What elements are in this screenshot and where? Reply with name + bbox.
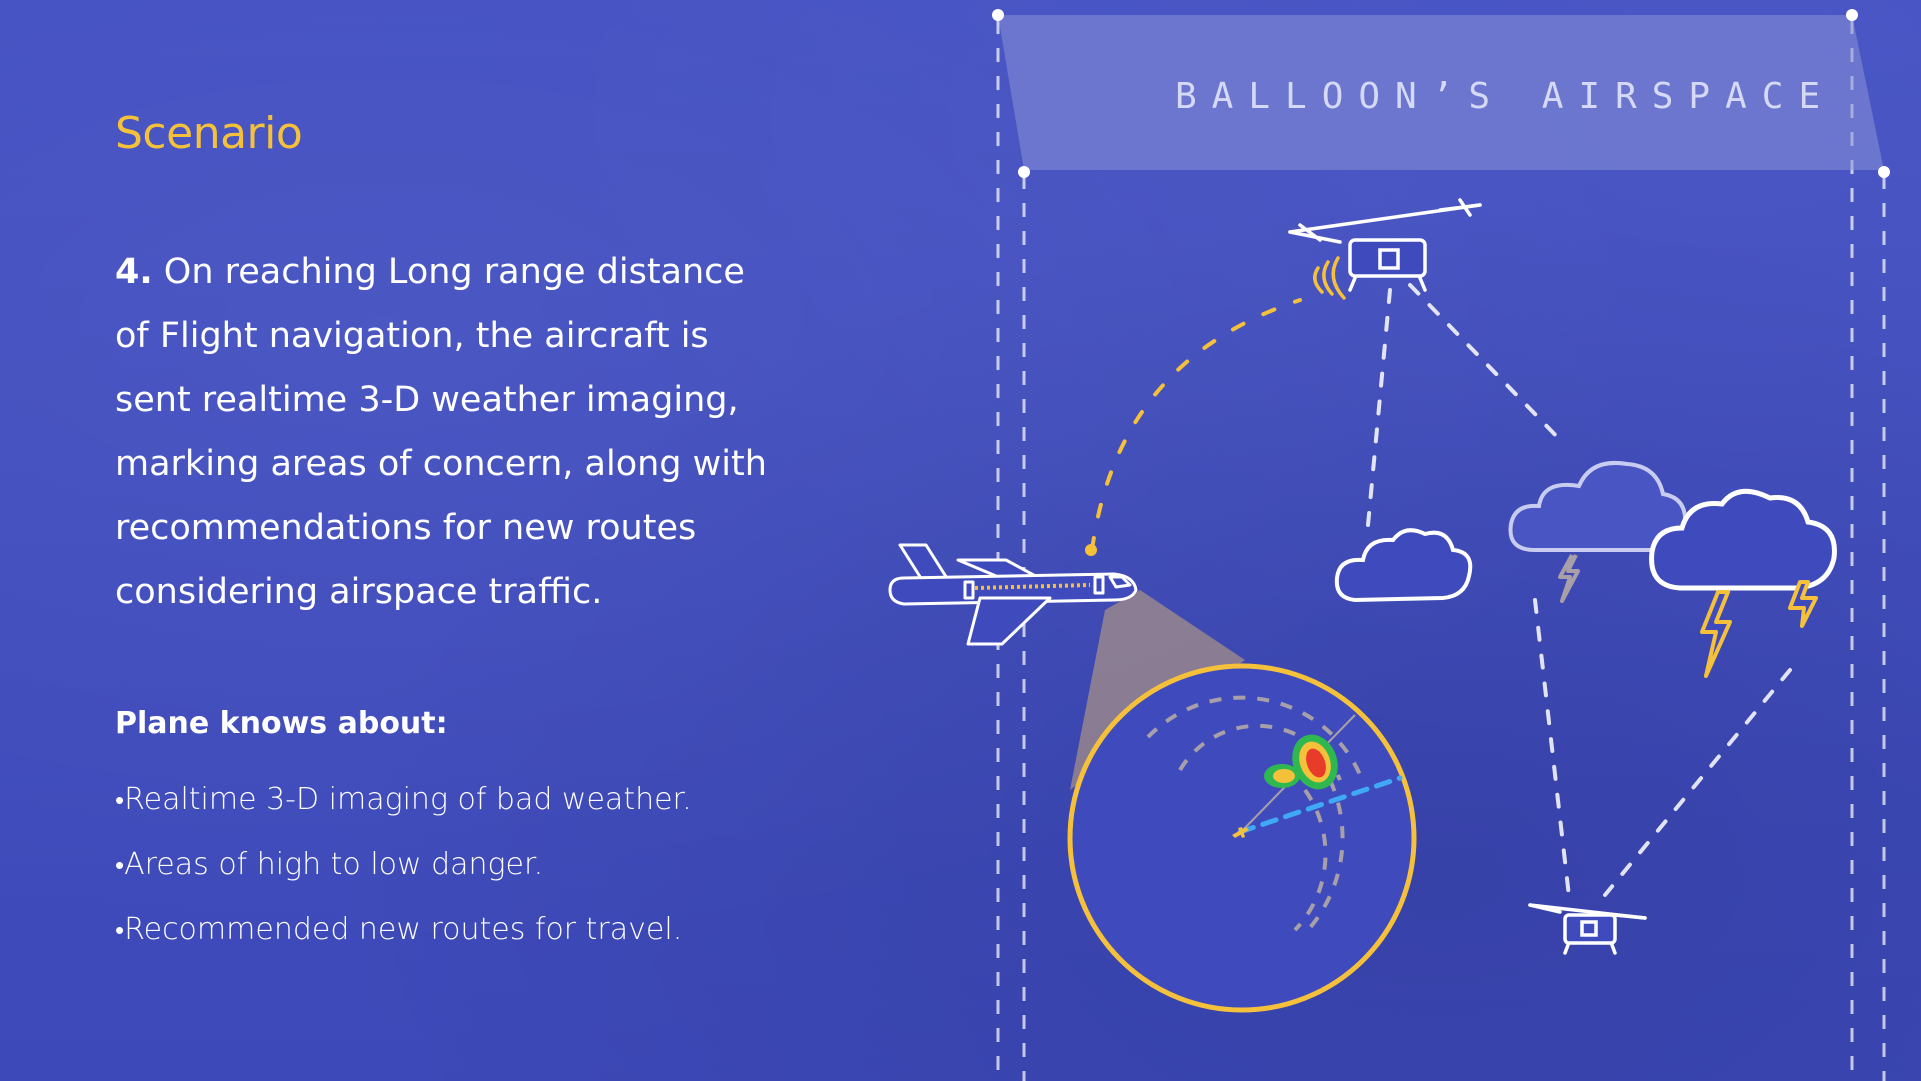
list-item: Areas of high to low danger. bbox=[115, 833, 692, 898]
airspace-banner: BALLOON’S AIRSPACE bbox=[992, 9, 1890, 178]
airspace-boundaries bbox=[996, 20, 1886, 1081]
drone-icon bbox=[1528, 903, 1647, 955]
scenario-description: 4. On reaching Long range distance of Fl… bbox=[115, 240, 775, 624]
list-item: Recommended new routes for travel. bbox=[115, 898, 692, 963]
airspace-banner-label: BALLOON’S AIRSPACE bbox=[1175, 76, 1835, 117]
cloud-icon bbox=[1334, 528, 1473, 603]
step-text: On reaching Long range distance of Fligh… bbox=[115, 252, 767, 612]
list-item: Realtime 3-D imaging of bad weather. bbox=[115, 768, 692, 833]
drone-links bbox=[1366, 283, 1792, 907]
signal-waves bbox=[1313, 256, 1346, 300]
lightning-icon bbox=[1558, 554, 1580, 603]
drone-icon bbox=[1288, 198, 1482, 292]
lightning-icon bbox=[1700, 580, 1818, 678]
airplane-icon bbox=[1232, 827, 1249, 838]
airplane-icon bbox=[888, 543, 1138, 646]
storm-cloud-icon bbox=[1649, 488, 1837, 591]
danger-zone bbox=[1264, 734, 1338, 790]
plane-knows-title: Plane knows about: bbox=[115, 706, 448, 741]
scenario-heading: Scenario bbox=[115, 108, 303, 159]
plane-knows-list: Realtime 3-D imaging of bad weather. Are… bbox=[115, 768, 692, 963]
radar-icon bbox=[1067, 663, 1417, 1013]
signal-path bbox=[1090, 298, 1302, 552]
step-number: 4. bbox=[115, 252, 153, 292]
